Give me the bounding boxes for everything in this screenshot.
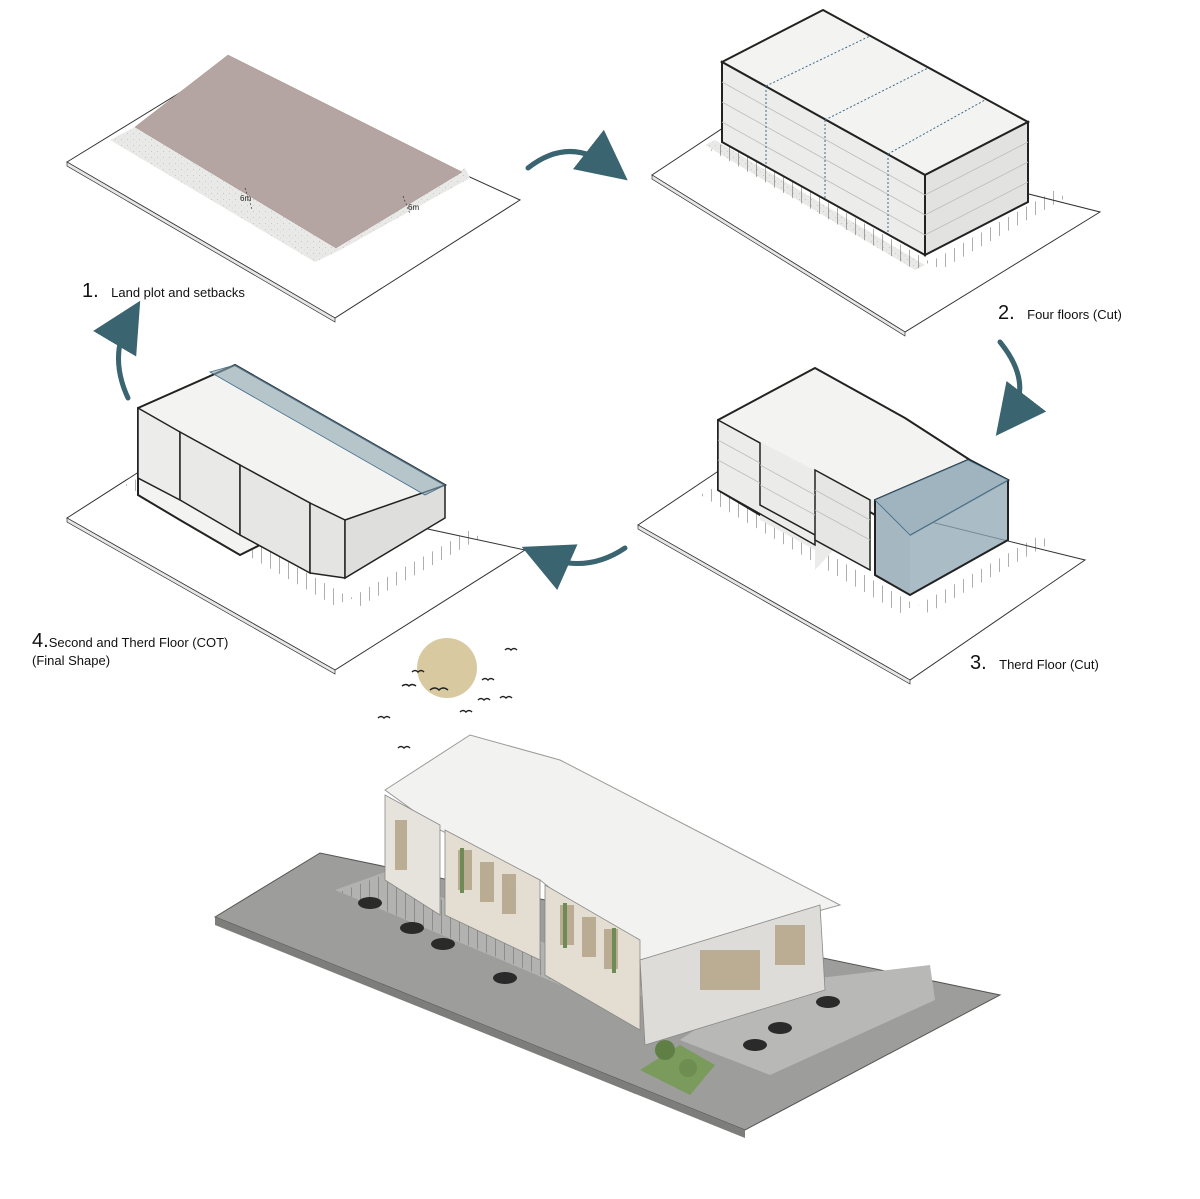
step4-number: 4. xyxy=(32,630,49,652)
cycle-arrow-icon xyxy=(995,339,1047,436)
step3-cut-top xyxy=(874,459,1009,536)
step2-caption: 2. Four floors (Cut) xyxy=(998,302,1122,325)
car-icon xyxy=(400,922,424,934)
tree-icon xyxy=(679,1059,697,1077)
bird-icon xyxy=(459,709,473,714)
step3-caption: 3. Therd Floor (Cut) xyxy=(970,652,1099,675)
car-icon xyxy=(743,1039,767,1051)
step2-parking-row-side xyxy=(930,190,1065,270)
step3-slab-edge xyxy=(637,524,911,685)
step2-number: 2. xyxy=(998,302,1015,324)
step4-slab-edge xyxy=(66,517,336,675)
step1-number: 1. xyxy=(82,280,99,302)
step2-parking-row-front xyxy=(710,142,930,270)
step1-slab-edge xyxy=(66,161,336,323)
step1-setback-strip-side xyxy=(315,168,470,262)
road-edge xyxy=(215,917,745,1138)
step4-cut-strip xyxy=(208,364,446,496)
step2-cut-lines xyxy=(765,35,986,234)
step3-diagram xyxy=(637,366,1087,685)
step2-slab-edge xyxy=(651,174,906,337)
bird-icon xyxy=(401,683,417,688)
bird-icon xyxy=(499,695,513,700)
step1-caption: 1. Land plot and setbacks xyxy=(82,280,245,303)
cars xyxy=(358,897,840,1051)
car-icon xyxy=(431,938,455,950)
cycle-arrows xyxy=(93,129,1047,591)
corner-landscape xyxy=(640,1040,715,1095)
step3-parking-row-side xyxy=(918,535,1050,613)
cycle-arrow-icon xyxy=(525,129,628,181)
car-icon xyxy=(768,1022,792,1034)
bird-icon xyxy=(477,697,491,702)
step1-diagram: 6m 6m xyxy=(66,54,522,323)
car-icon xyxy=(358,897,382,909)
step2-label: Four floors (Cut) xyxy=(1027,307,1122,322)
step4-parking-row-side xyxy=(350,530,480,606)
step3-floor-lines xyxy=(717,439,871,541)
step4-label: Second and Therd Floor (COT) xyxy=(48,635,229,650)
bird-icon xyxy=(481,677,495,682)
cycle-arrow-icon xyxy=(93,300,141,401)
step2-floor-lines xyxy=(721,81,1029,236)
step1-side-setback-dim xyxy=(402,195,411,215)
step2-diagram xyxy=(651,8,1102,337)
bird-icon xyxy=(397,745,411,750)
bird-icon xyxy=(377,715,391,720)
step1-side-setback-label: 6m xyxy=(408,203,419,212)
car-icon xyxy=(816,996,840,1008)
facade-planters xyxy=(460,848,616,973)
step1-label: Land plot and setbacks xyxy=(111,285,245,300)
step3-massing-front xyxy=(718,420,910,595)
bird-icon xyxy=(411,669,425,674)
step3-parking-row-front xyxy=(700,487,915,613)
step4-side-face xyxy=(344,483,446,580)
step4-diagram xyxy=(66,363,527,675)
final-render xyxy=(213,734,1002,1138)
step1-setback-strip-front xyxy=(110,127,340,262)
step4-sublabel: (Final Shape) xyxy=(32,653,111,668)
sun-icon xyxy=(417,638,477,698)
birds xyxy=(377,647,518,750)
step4-caption: 4.Second and Therd Floor (COT) (Final Sh… xyxy=(32,630,228,668)
bird-icon xyxy=(429,687,449,692)
step3-label: Therd Floor (Cut) xyxy=(999,657,1099,672)
side-parking xyxy=(680,965,935,1075)
step1-front-setback-label: 6m xyxy=(240,194,251,203)
step1-land-plot xyxy=(134,54,463,249)
bird-icon xyxy=(504,647,518,652)
tree-icon xyxy=(655,1040,675,1060)
step3-number: 3. xyxy=(970,652,987,674)
cycle-arrow-icon xyxy=(521,544,628,591)
step3-wing-b xyxy=(814,468,871,572)
car-icon xyxy=(493,972,517,984)
